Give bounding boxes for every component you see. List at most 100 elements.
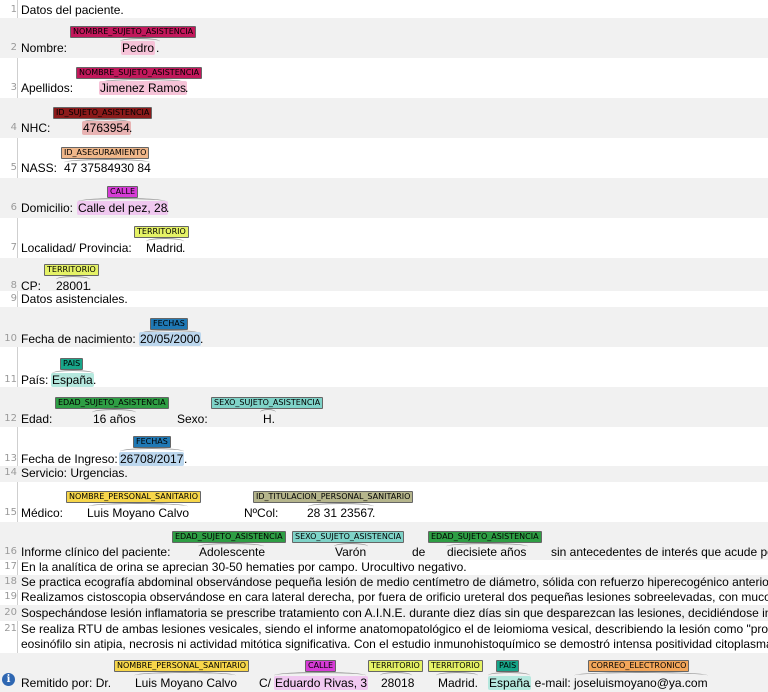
line-text: Sospechándose lesión inflamatoria se pre… <box>21 606 768 620</box>
field-label: NASS: <box>21 161 58 175</box>
entity-tag[interactable]: TERRITORIO <box>134 226 189 238</box>
tag-arc <box>92 409 136 416</box>
tag-arc <box>100 79 186 86</box>
entity-tag[interactable]: CALLE <box>107 186 139 198</box>
entity-value[interactable]: Madrid. <box>438 676 479 690</box>
line-20: 20 Sospechándose lesión inflamatoria se … <box>0 605 768 621</box>
line-number: 19 <box>4 591 17 602</box>
punct: . <box>200 332 204 346</box>
entity-value[interactable]: Madrid <box>146 241 183 255</box>
line-15: NOMBRE_PERSONAL_SANITARIO ID_TITULACION_… <box>0 482 768 522</box>
entity-tag[interactable]: ID_SUJETO_ASISTENCIA <box>53 107 153 119</box>
entity-tag[interactable]: TERRITORIO <box>428 660 483 672</box>
entity-tag[interactable]: NOMBRE_SUJETO_ASISTENCIA <box>76 67 203 79</box>
entity-value[interactable]: H. <box>263 412 275 426</box>
entity-value[interactable]: España <box>488 676 531 690</box>
plain-word: de <box>412 545 426 559</box>
line-number: 9 <box>10 293 17 304</box>
entity-tag[interactable]: TERRITORIO <box>44 264 99 276</box>
tag-arc <box>134 672 236 679</box>
entity-tag[interactable]: EDAD_SUJETO_ASISTENCIA <box>55 397 169 409</box>
tag-arc <box>574 672 708 679</box>
field-label: Fecha de nacimiento: <box>21 332 136 346</box>
entity-value[interactable]: Luis Moyano Calvo <box>135 676 238 690</box>
entity-tag[interactable]: SEXO_SUJETO_ASISTENCIA <box>292 531 405 543</box>
entity-value[interactable]: Pedro <box>121 41 156 55</box>
entity-value[interactable]: Varón <box>335 545 367 559</box>
entity-value[interactable]: España <box>51 373 94 387</box>
entity-value[interactable]: 28018 <box>381 676 415 690</box>
tag-arc <box>334 543 368 550</box>
entity-value[interactable]: 28001 <box>56 279 90 293</box>
punct: . <box>182 241 186 255</box>
tag-arc <box>380 672 412 679</box>
punct: . <box>184 452 188 466</box>
line-21: 21 Se realiza RTU de ambas lesiones vesi… <box>0 621 768 653</box>
line-number: 6 <box>10 202 17 213</box>
entity-tag[interactable]: NOMBRE_SUJETO_ASISTENCIA <box>70 26 197 38</box>
field-label: NºCol: <box>244 506 279 520</box>
entity-value[interactable]: 20/05/2000 <box>139 332 202 346</box>
line-9: 9 Datos asistenciales. <box>0 291 768 307</box>
tag-arc <box>52 370 94 377</box>
entity-tag[interactable]: PAIS <box>496 660 520 672</box>
entity-tag[interactable]: PAIS <box>60 358 84 370</box>
entity-tag[interactable]: EDAD_SUJETO_ASISTENCIA <box>172 531 286 543</box>
field-label: Médico: <box>21 506 64 520</box>
line-number: 18 <box>4 576 17 587</box>
entity-tag[interactable]: EDAD_SUJETO_ASISTENCIA <box>428 531 542 543</box>
field-label: Fecha de Ingreso: <box>21 452 118 466</box>
tag-arc <box>78 198 166 205</box>
line-text: Datos del paciente. <box>21 3 124 17</box>
entity-tag[interactable]: FECHAS <box>150 318 188 330</box>
tag-arc <box>140 330 200 337</box>
tag-arc <box>488 672 530 679</box>
entity-value[interactable]: Luis Moyano Calvo <box>87 506 190 520</box>
line-number: 13 <box>4 453 17 464</box>
entity-tag[interactable]: CALLE <box>305 660 337 672</box>
plain-word: C/ <box>259 676 271 690</box>
line-6: CALLE 6 Domicilio: Calle del pez, 28 . <box>0 178 768 218</box>
entity-tag[interactable]: FECHAS <box>133 436 171 448</box>
entity-tag[interactable]: NOMBRE_PERSONAL_SANITARIO <box>66 491 202 503</box>
entity-value[interactable]: 28 31 23567 <box>307 506 374 520</box>
entity-value[interactable]: Adolescente <box>199 545 266 559</box>
field-label: Localidad/ Provincia: <box>21 241 132 255</box>
tag-arc <box>120 448 184 455</box>
tag-arc <box>64 159 150 166</box>
line-text: Datos asistenciales. <box>21 292 128 306</box>
entity-value[interactable]: joseluismoyano@ya.com <box>574 676 708 690</box>
entity-value[interactable]: Eduardo Rivas, 3 <box>274 676 369 690</box>
line-text: En la analítica de orina se aprecian 30-… <box>21 560 467 574</box>
tag-arc <box>260 409 276 416</box>
line-text: Se realiza RTU de ambas lesiones vesical… <box>21 622 768 636</box>
entity-value[interactable]: 16 años <box>93 412 136 426</box>
info-icon[interactable]: i <box>2 673 15 686</box>
entity-value[interactable]: 4763954 <box>82 121 131 135</box>
entity-value[interactable]: diecisiete años <box>447 545 527 559</box>
line-number: 20 <box>4 607 17 618</box>
entity-value[interactable]: Jimenez Ramos <box>99 81 188 95</box>
line-number: 2 <box>10 42 17 53</box>
entity-tag[interactable]: NOMBRE_PERSONAL_SANITARIO <box>114 660 250 672</box>
entity-value[interactable]: Calle del pez, 28 <box>77 201 169 215</box>
entity-tag[interactable]: TERRITORIO <box>368 660 423 672</box>
line-number: 11 <box>4 374 17 385</box>
entity-tag[interactable]: CORREO_ELECTRONICO <box>588 660 690 672</box>
line-13: FECHAS 13 Fecha de Ingreso: 26708/2017 . <box>0 427 768 466</box>
field-label: Informe clínico del paciente: <box>21 545 171 559</box>
line-number: 14 <box>4 467 17 478</box>
line-text: Se practica ecografía abdominal observán… <box>21 575 768 589</box>
entity-tag[interactable]: ID_TITULACION_PERSONAL_SANITARIO <box>253 491 414 503</box>
line-22: NOMBRE_PERSONAL_SANITARIO CALLE TERRITOR… <box>0 653 768 692</box>
line-8: TERRITORIO 8 CP: 28001 . <box>0 258 768 293</box>
line-3: NOMBRE_SUJETO_ASISTENCIA 3 Apellidos: Ji… <box>0 58 768 98</box>
line-11: PAIS 11 País: España . <box>0 347 768 387</box>
entity-value[interactable]: 26708/2017 <box>119 452 185 466</box>
entity-tag[interactable]: SEXO_SUJETO_ASISTENCIA <box>211 397 324 409</box>
line-text: Realizamos cistoscopia observándose en c… <box>21 590 768 604</box>
field-label: CP: <box>21 279 42 293</box>
tag-arc <box>82 119 130 126</box>
entity-value[interactable]: 47 37584930 84 <box>64 161 151 175</box>
entity-tag[interactable]: ID_ASEGURAMIENTO <box>61 147 150 159</box>
